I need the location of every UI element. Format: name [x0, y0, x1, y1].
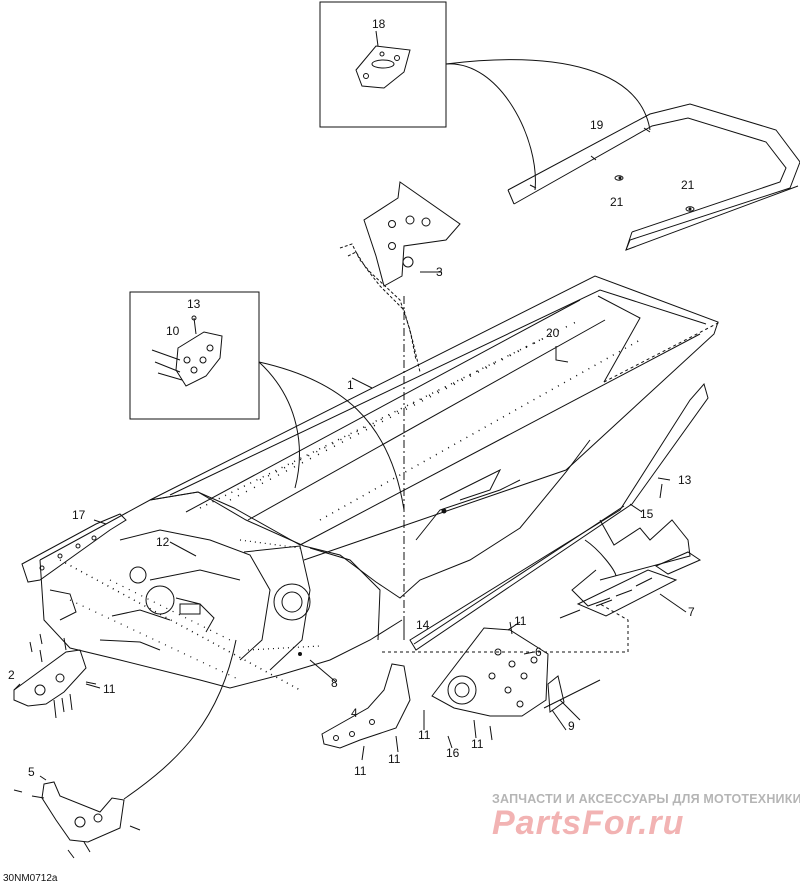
- watermark-logo: PartsFor.ru: [492, 804, 685, 842]
- callout-2: 2: [8, 668, 15, 682]
- diagram-code: 30NM0712a: [3, 873, 58, 884]
- callout-4: 4: [351, 706, 358, 720]
- callout-10: 10: [166, 324, 180, 338]
- callout-13-inset: 13: [187, 297, 201, 311]
- callout-11b: 11: [103, 682, 116, 696]
- callout-17: 17: [72, 508, 86, 522]
- callout-3: 3: [436, 265, 443, 279]
- callout-16: 16: [446, 746, 460, 760]
- callout-14: 14: [416, 618, 430, 632]
- callout-8: 8: [331, 676, 338, 690]
- part-5-bracket: [41, 781, 125, 843]
- part-19-handle: [507, 103, 800, 251]
- callout-21a: 21: [610, 195, 624, 209]
- part-18-bracket: [355, 45, 411, 89]
- part-4-plate: [321, 663, 411, 749]
- part-7-plates: [576, 551, 702, 617]
- part-1-tunnel: [149, 275, 721, 561]
- callout-18: 18: [372, 17, 386, 31]
- callout-7: 7: [688, 605, 695, 619]
- inset-box-10-13: [129, 291, 260, 420]
- part-17-bracket: [21, 513, 127, 583]
- callout-11e: 11: [388, 752, 401, 766]
- callout-19: 19: [590, 118, 604, 132]
- callout-6: 6: [535, 645, 542, 659]
- callout-13: 13: [678, 473, 692, 487]
- callout-11c: 11: [418, 728, 431, 742]
- part-6-plate: [431, 627, 549, 717]
- part-3-bracket: [363, 181, 461, 287]
- callout-1: 1: [347, 378, 354, 392]
- part-15-rail: [409, 382, 709, 651]
- part-2-bracket: [13, 649, 87, 707]
- callout-12: 12: [156, 535, 170, 549]
- part-10-plate: [175, 331, 223, 387]
- callout-20: 20: [546, 326, 560, 340]
- callout-9: 9: [568, 719, 575, 733]
- callout-15: 15: [640, 507, 654, 521]
- watermark-subtitle: ЗАПЧАСТИ И АКСЕССУАРЫ ДЛЯ МОТОТЕХНИКИ: [492, 792, 800, 806]
- callout-5: 5: [28, 765, 35, 779]
- callout-11d: 11: [471, 737, 484, 751]
- inset-box-18: [319, 1, 447, 128]
- callout-11f: 11: [354, 764, 367, 778]
- front-chassis: [39, 439, 691, 689]
- callout-21b: 21: [681, 178, 695, 192]
- callout-11a: 11: [514, 614, 527, 628]
